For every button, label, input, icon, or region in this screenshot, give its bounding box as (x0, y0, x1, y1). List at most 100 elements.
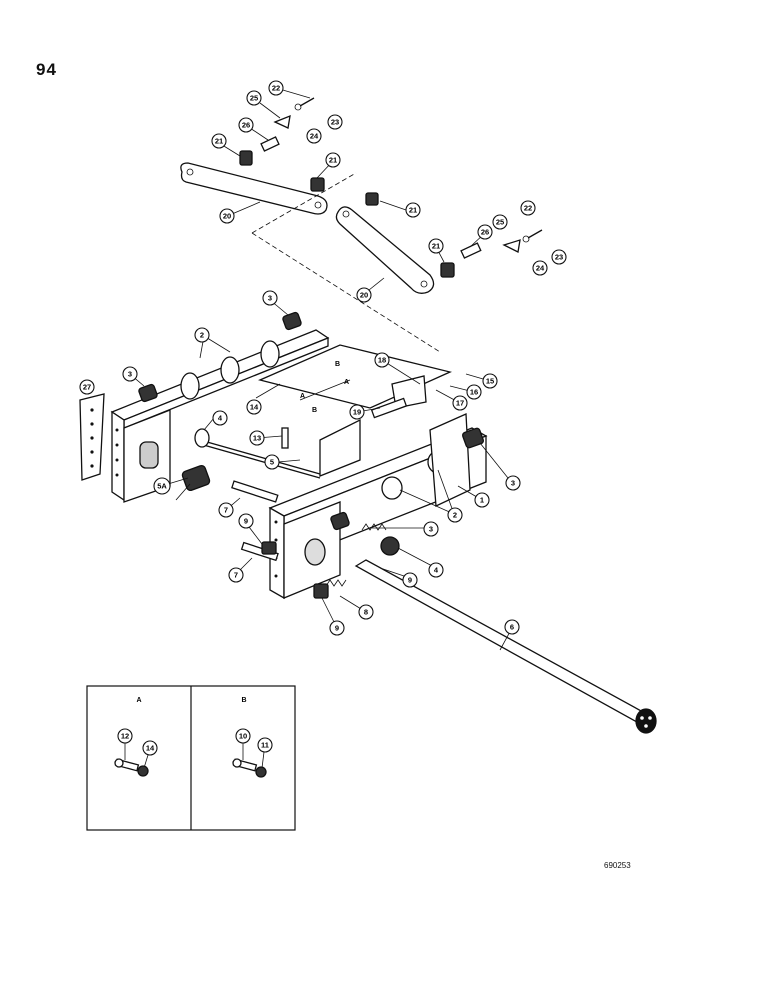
callout-6: 6 (504, 619, 520, 635)
callout-4-left: 4 (212, 410, 228, 426)
bushing-3-front (330, 511, 350, 531)
svg-text:21: 21 (432, 242, 440, 251)
main-frame-assembly (110, 329, 488, 600)
callout-26-left: 26 (238, 117, 254, 133)
svg-text:1: 1 (480, 496, 484, 505)
svg-text:2: 2 (200, 331, 204, 340)
svg-text:17: 17 (456, 399, 464, 408)
bushing-21-right-top (365, 192, 379, 206)
callout-14: 14 (246, 399, 262, 415)
svg-text:11: 11 (261, 741, 269, 750)
svg-text:B: B (312, 407, 317, 414)
bolt-13 (281, 427, 289, 449)
callout-21-mid: 21 (325, 152, 341, 168)
svg-text:25: 25 (496, 218, 504, 227)
svg-text:5: 5 (270, 458, 274, 467)
svg-text:22: 22 (272, 84, 280, 93)
upper-link-right (335, 206, 435, 294)
callout-22-top: 22 (268, 80, 284, 96)
callout-8: 8 (358, 604, 374, 620)
callout-9-lower: 9 (329, 620, 345, 636)
callout-24-right: 24 (532, 260, 548, 276)
detail-panel-a: A 12 14 (114, 697, 158, 777)
callout-16: 16 (466, 384, 482, 400)
bushing-3-left (138, 383, 158, 403)
page-number: 94 (36, 60, 57, 79)
shaft-6 (354, 559, 657, 734)
callout-23-top: 23 (327, 114, 343, 130)
bushing-21-left (239, 150, 253, 166)
washer-4-left (194, 428, 210, 448)
callout-17: 17 (452, 395, 468, 411)
svg-text:13: 13 (253, 434, 261, 443)
svg-text:20: 20 (360, 291, 368, 300)
svg-text:15: 15 (486, 377, 494, 386)
pin-26-left (260, 136, 280, 152)
callout-2-right: 2 (447, 507, 463, 523)
callout-9-upper: 9 (238, 513, 254, 529)
svg-text:3: 3 (511, 479, 515, 488)
svg-text:27: 27 (83, 383, 91, 392)
callout-18: 18 (374, 352, 390, 368)
callout-13: 13 (249, 430, 265, 446)
callout-1: 1 (474, 492, 490, 508)
callout-23-right: 23 (551, 249, 567, 265)
svg-text:23: 23 (331, 118, 339, 127)
svg-text:2: 2 (453, 511, 457, 520)
svg-text:3: 3 (128, 370, 132, 379)
callout-24-top: 24 (306, 128, 322, 144)
callout-9-middle: 9 (402, 572, 418, 588)
callout-5a: 5A (153, 477, 171, 495)
callout-25-top: 25 (246, 90, 262, 106)
svg-text:21: 21 (215, 137, 223, 146)
callout-25-right: 25 (492, 214, 508, 230)
callout-4-right: 4 (428, 562, 444, 578)
svg-text:26: 26 (242, 121, 250, 130)
svg-text:12: 12 (121, 732, 129, 741)
svg-text:19: 19 (353, 408, 361, 417)
svg-text:24: 24 (310, 132, 319, 141)
svg-text:14: 14 (250, 403, 259, 412)
callout-2-top: 2 (194, 327, 210, 343)
spring-8 (325, 579, 347, 587)
callout-21-left: 21 (211, 133, 227, 149)
svg-text:4: 4 (218, 414, 223, 423)
svg-text:9: 9 (335, 624, 339, 633)
plate-27 (79, 393, 105, 481)
callout-3-front: 3 (423, 521, 439, 537)
plate-25-right (502, 239, 521, 253)
bolt-7-lower (240, 541, 279, 562)
svg-text:26: 26 (481, 228, 489, 237)
callout-21-right-top: 21 (405, 202, 421, 218)
detail-panel-b: B 10 11 (232, 697, 273, 778)
svg-text:3: 3 (268, 294, 272, 303)
frame-letters: B A B A (300, 361, 349, 414)
callout-3-left: 3 (122, 366, 138, 382)
svg-text:7: 7 (234, 571, 238, 580)
svg-text:5A: 5A (157, 482, 167, 491)
svg-text:22: 22 (524, 204, 532, 213)
svg-text:20: 20 (223, 212, 231, 221)
svg-text:16: 16 (470, 388, 478, 397)
svg-text:25: 25 (250, 94, 258, 103)
svg-text:B: B (335, 361, 340, 368)
callout-19: 19 (349, 404, 365, 420)
svg-text:21: 21 (329, 156, 337, 165)
washer-4-right (380, 536, 400, 556)
callout-20-left: 20 (219, 208, 235, 224)
alignment-line-upper (251, 172, 357, 234)
svg-text:3: 3 (429, 525, 433, 534)
svg-text:A: A (344, 379, 349, 386)
svg-text:24: 24 (536, 264, 545, 273)
svg-text:A: A (136, 697, 141, 704)
svg-text:9: 9 (244, 517, 248, 526)
bushing-21-mid (310, 177, 325, 192)
plate-25-top (273, 114, 291, 129)
svg-text:18: 18 (378, 356, 386, 365)
bushing-5a (181, 464, 211, 492)
bushing-3-top (282, 311, 302, 331)
upper-link-left (180, 162, 328, 215)
svg-text:9: 9 (408, 576, 412, 585)
callout-7-lower: 7 (228, 567, 244, 583)
